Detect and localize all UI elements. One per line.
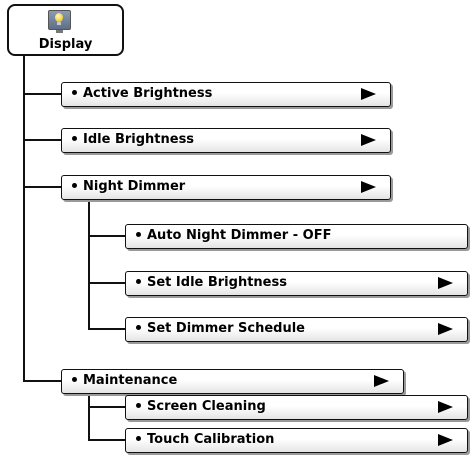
- menu-item-label: Maintenance: [83, 373, 178, 388]
- submenu-item-touch-calibration[interactable]: Touch Calibration: [125, 428, 468, 453]
- monitor-stand: [56, 30, 63, 33]
- bullet-icon: [136, 436, 141, 441]
- submenu-item-label: Touch Calibration: [147, 432, 275, 447]
- arrow-right-icon: [361, 181, 376, 193]
- display-settings-icon: [48, 10, 71, 30]
- bullet-icon: [136, 325, 141, 330]
- submenu-item-screen-cleaning[interactable]: Screen Cleaning: [125, 395, 468, 420]
- arrow-right-icon: [438, 434, 453, 446]
- submenu-item-set-idle-brightness[interactable]: Set Idle Brightness: [125, 271, 468, 296]
- menu-item-idle-brightness[interactable]: Idle Brightness: [61, 128, 391, 153]
- submenu-item-label: Set Dimmer Schedule: [147, 321, 305, 336]
- arrow-right-icon: [361, 88, 376, 100]
- bullet-icon: [72, 136, 77, 141]
- bullet-icon: [136, 279, 141, 284]
- bullet-icon: [72, 90, 77, 95]
- menu-item-night-dimmer[interactable]: Night Dimmer: [61, 175, 391, 200]
- menu-item-label: Night Dimmer: [83, 179, 186, 194]
- submenu-item-label: Screen Cleaning: [147, 399, 266, 414]
- arrow-right-icon: [438, 323, 453, 335]
- submenu-item-set-dimmer-schedule[interactable]: Set Dimmer Schedule: [125, 317, 468, 342]
- bullet-icon: [72, 377, 77, 382]
- menu-item-label: Active Brightness: [83, 86, 213, 101]
- display-root-node[interactable]: Display: [7, 4, 124, 56]
- bullet-icon: [136, 232, 141, 237]
- submenu-item-label: Auto Night Dimmer - OFF: [147, 228, 332, 243]
- root-label: Display: [38, 37, 93, 52]
- bullet-icon: [72, 183, 77, 188]
- bullet-icon: [136, 403, 141, 408]
- arrow-right-icon: [438, 277, 453, 289]
- submenu-item-auto-night-dimmer[interactable]: Auto Night Dimmer - OFF: [125, 224, 468, 249]
- menu-item-maintenance[interactable]: Maintenance: [61, 369, 404, 394]
- arrow-right-icon: [374, 375, 389, 387]
- submenu-item-label: Set Idle Brightness: [147, 275, 287, 290]
- menu-item-active-brightness[interactable]: Active Brightness: [61, 82, 391, 107]
- menu-item-label: Idle Brightness: [83, 132, 195, 147]
- arrow-right-icon: [438, 401, 453, 413]
- arrow-right-icon: [361, 134, 376, 146]
